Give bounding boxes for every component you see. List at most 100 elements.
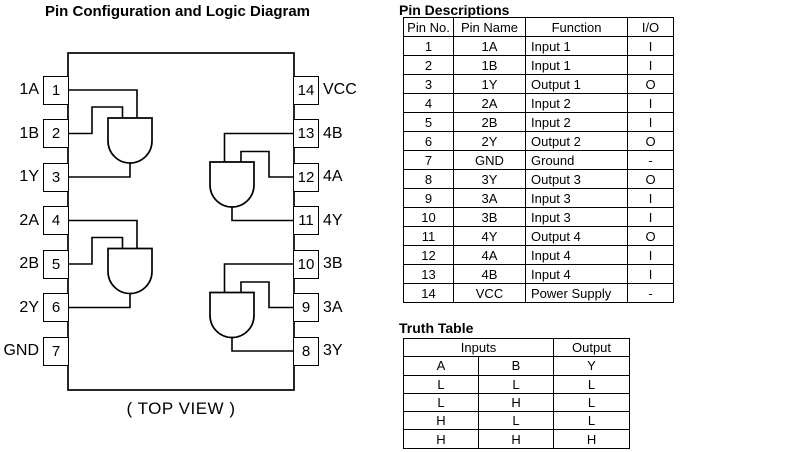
pd-cell: I [627, 264, 674, 284]
pin-label-vcc: VCC [323, 81, 357, 98]
pin-box-4: 4 [43, 206, 69, 235]
pd-cell: 1 [403, 36, 454, 56]
tt-cell: H [477, 392, 555, 413]
pd-cell: I [627, 55, 674, 75]
pin-box-11: 11 [293, 206, 319, 235]
pin-label-4b: 4B [323, 124, 343, 142]
tt-header-inputs: Inputs [402, 337, 555, 358]
pd-cell: I [627, 93, 674, 113]
pin-box-7: 7 [43, 336, 69, 366]
gate3-wires [223, 263, 294, 352]
pd-cell: 3 [403, 74, 454, 94]
pd-row: 11 4Y Output 4 O [403, 226, 674, 246]
pd-cell: Input 2 [525, 93, 628, 113]
pd-cell: 3B [453, 207, 526, 227]
tt-cell: L [477, 411, 555, 431]
pd-cell: 8 [403, 169, 454, 189]
pin-label-2a: 2A [19, 211, 39, 229]
pd-row: 12 4A Input 4 I [403, 245, 674, 265]
gate4-wires [223, 132, 294, 222]
gate1-wires [68, 89, 138, 178]
pd-cell: I [627, 207, 674, 227]
pin-descriptions-table: Pin No. Pin Name Function I/O 1 1A Input… [403, 17, 674, 303]
pd-cell: 4A [453, 245, 526, 265]
pd-cell: 12 [403, 245, 454, 265]
tt-column-header-row: A B Y [403, 356, 631, 376]
wire-pin5-to-gate2 [68, 236, 124, 265]
pin-label-2b: 2B [19, 255, 39, 272]
and-gate-2 [107, 247, 153, 295]
pd-row: 9 3A Input 3 I [403, 188, 674, 208]
pd-cell: 4Y [453, 226, 526, 246]
pd-cell: Output 1 [525, 74, 628, 94]
pd-cell: 1A [453, 36, 526, 56]
wire-pin12-to-gate4 [240, 150, 294, 178]
pd-cell: 4 [403, 93, 454, 113]
tt-row: H L L [403, 411, 631, 431]
pin-label-3a: 3A [323, 298, 343, 316]
and-gate-3 [209, 291, 255, 339]
pd-cell: Power Supply [525, 283, 628, 303]
tt-cell: H [477, 429, 555, 449]
tt-cell: H [403, 411, 479, 431]
tt-header-a: A [403, 356, 479, 376]
pin-box-5: 5 [43, 249, 69, 279]
pin-label-4y: 4Y [323, 211, 343, 229]
pd-cell: O [627, 226, 674, 246]
wire-pin2-to-gate1 [68, 106, 124, 135]
pd-cell: 3A [453, 188, 526, 208]
pd-cell: O [627, 131, 674, 151]
pd-cell: Ground [525, 150, 628, 170]
pd-cell: I [627, 188, 674, 208]
pin-box-10: 10 [293, 249, 319, 279]
wire-pin13-to-gate4 [223, 132, 294, 162]
pd-cell: Input 2 [525, 112, 628, 132]
pd-cell: 3Y [453, 169, 526, 189]
tt-cell: H [403, 429, 479, 449]
pd-cell: 13 [403, 264, 454, 284]
pd-cell: Output 3 [525, 169, 628, 189]
tt-group-header-row: Inputs Output [402, 337, 631, 358]
wire-gate2-to-pin6 [68, 293, 131, 309]
pd-row: 4 2A Input 2 I [403, 93, 674, 113]
pd-row: 10 3B Input 3 I [403, 207, 674, 227]
pd-header-row: Pin No. Pin Name Function I/O [403, 17, 674, 37]
wire-pin10-to-gate3 [223, 263, 294, 293]
pd-header-pin-name: Pin Name [453, 17, 526, 37]
pd-cell: 2B [453, 112, 526, 132]
pin-box-2: 2 [43, 119, 69, 148]
pd-row: 1 1A Input 1 I [403, 36, 674, 56]
pd-row: 5 2B Input 2 I [403, 112, 674, 132]
pd-row: 6 2Y Output 2 O [403, 131, 674, 151]
wire-gate4-to-pin11 [231, 207, 294, 222]
pin-label-1y: 1Y [19, 168, 39, 185]
pd-cell: 1B [453, 55, 526, 75]
pd-cell: 10 [403, 207, 454, 227]
pin-box-8: 8 [293, 336, 319, 366]
pin-box-12: 12 [293, 162, 319, 192]
tt-row: L L L [403, 374, 631, 394]
pd-cell: GND [453, 150, 526, 170]
pd-row: 7 GND Ground - [403, 150, 674, 170]
pd-cell: I [627, 112, 674, 132]
pd-row: 2 1B Input 1 I [403, 55, 674, 75]
tt-cell: L [477, 374, 555, 394]
pin-box-13: 13 [293, 119, 319, 148]
truth-table-title: Truth Table [399, 320, 474, 336]
diagram-title: Pin Configuration and Logic Diagram [45, 3, 311, 20]
pd-row: 8 3Y Output 3 O [403, 169, 674, 189]
pd-cell: 2 [403, 55, 454, 75]
pd-cell: O [627, 74, 674, 94]
tt-cell: L [403, 392, 479, 413]
truth-table: Inputs Output A B Y L L L L H L H L L H … [402, 337, 631, 449]
top-view-label: ( TOP VIEW ) [126, 399, 236, 418]
wire-pin9-to-gate3 [240, 281, 294, 309]
tt-header-output: Output [553, 337, 631, 358]
pd-cell: Input 3 [525, 207, 628, 227]
pd-cell: 7 [403, 150, 454, 170]
pd-header-pin-no: Pin No. [403, 17, 454, 37]
pd-header-io: I/O [627, 17, 674, 37]
wire-gate3-to-pin8 [231, 337, 294, 352]
